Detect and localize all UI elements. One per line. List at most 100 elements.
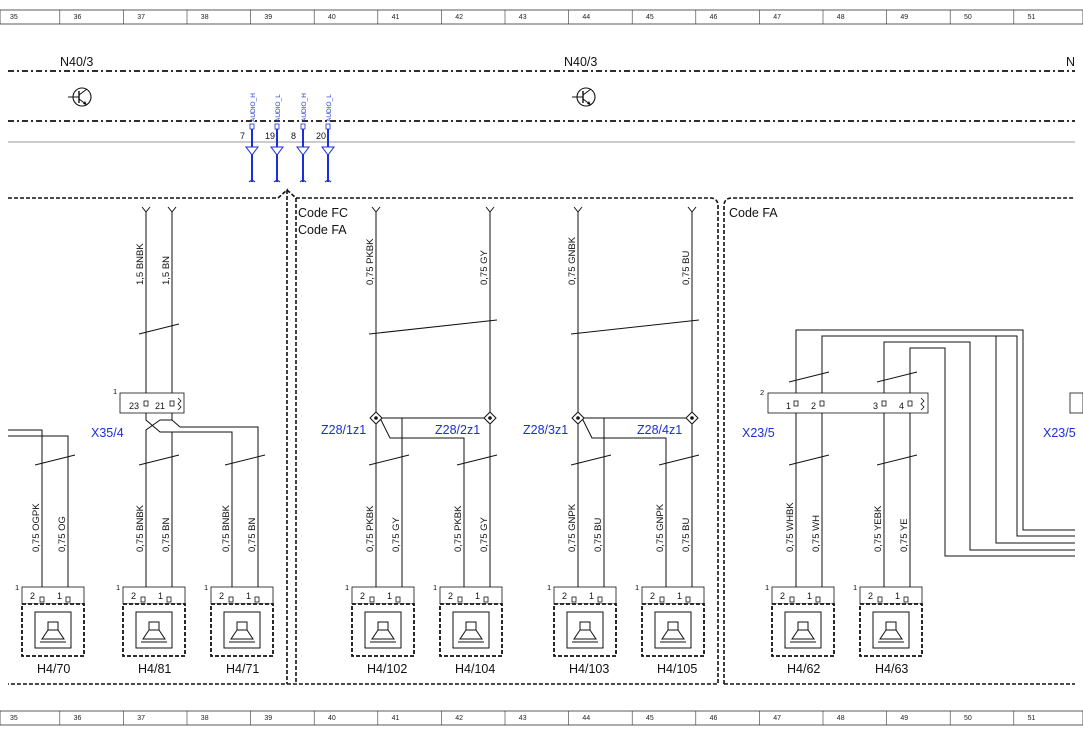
ruler-column-number: 40 bbox=[328, 715, 336, 722]
splice-label-z28-2z1: Z28/2z1 bbox=[435, 423, 480, 437]
speaker-pin-terminal bbox=[65, 596, 71, 603]
speaker-pin-label: 1 bbox=[387, 591, 392, 601]
ruler-column-number: 36 bbox=[74, 14, 82, 21]
speaker-pin-terminal bbox=[903, 596, 909, 603]
wire-label-bottom: 0,75 PKBK bbox=[453, 505, 464, 552]
wire-break-icon bbox=[299, 179, 307, 183]
wire-label-top: 0,75 PKBK bbox=[365, 238, 376, 285]
wire-label-top: 1,5 BNBK bbox=[135, 243, 146, 285]
wire-label-bottom: 0,75 BU bbox=[681, 518, 692, 552]
speaker-pin-label: 2 bbox=[131, 591, 136, 601]
speaker-pin-label: 2 bbox=[562, 591, 567, 601]
speaker-pin-label: 1 bbox=[589, 591, 594, 601]
ruler-column-number: 38 bbox=[201, 14, 209, 21]
audio-pin: AUDIO_H7 bbox=[240, 93, 259, 183]
speaker-label: H4/105 bbox=[657, 662, 697, 676]
wire-label-bottom: 0,75 BNBK bbox=[135, 504, 146, 552]
speaker-pin-terminal bbox=[789, 596, 795, 603]
speaker-pin-label: 1 bbox=[807, 591, 812, 601]
speaker-pin-terminal bbox=[597, 596, 603, 603]
ruler-column-number: 49 bbox=[900, 14, 908, 21]
speaker-number: 1 bbox=[116, 583, 120, 592]
speaker-label: H4/70 bbox=[37, 662, 70, 676]
speaker-symbol-icon bbox=[364, 611, 402, 649]
wire-label-bottom: 0,75 WHBK bbox=[785, 502, 796, 552]
x23-5-label: X23/5 bbox=[742, 426, 775, 440]
ruler-column-number: 38 bbox=[201, 715, 209, 722]
speaker-pin-terminal bbox=[815, 596, 821, 603]
speaker-label: H4/71 bbox=[226, 662, 259, 676]
x23-right-label: X23/5 bbox=[1043, 426, 1076, 440]
audio-pin-label: AUDIO_L bbox=[326, 94, 333, 122]
ruler-column-number: 44 bbox=[582, 715, 590, 722]
speaker-pin-terminal bbox=[395, 596, 401, 603]
x35-4-label: X35/4 bbox=[91, 426, 124, 440]
speaker-symbol-icon bbox=[223, 611, 261, 649]
speaker-symbol-icon bbox=[452, 611, 490, 649]
audio-pin-number: 20 bbox=[316, 131, 326, 141]
speaker-label: H4/104 bbox=[455, 662, 495, 676]
wire-label-bottom: 0,75 GY bbox=[391, 516, 402, 552]
speaker-pin-terminal bbox=[140, 596, 146, 603]
code-fc-label: Code FC bbox=[298, 206, 348, 220]
audio-pin: AUDIO_L19 bbox=[265, 94, 284, 183]
wire-network bbox=[8, 206, 1075, 590]
ruler-column-number: 39 bbox=[264, 14, 272, 21]
speaker-pin-label: 1 bbox=[158, 591, 163, 601]
wire-break-icon bbox=[248, 179, 256, 183]
wire-label-bottom: 0,75 YEBK bbox=[873, 505, 884, 552]
ruler-column-number: 35 bbox=[10, 715, 18, 722]
ground-symbol-icon bbox=[321, 146, 335, 156]
wire-label-bottom: 0,75 GNPK bbox=[567, 503, 578, 552]
speaker-pin-label: 2 bbox=[448, 591, 453, 601]
speaker-pin-terminal bbox=[228, 596, 234, 603]
audio-pin-number: 8 bbox=[291, 131, 296, 141]
audio-pin-number: 7 bbox=[240, 131, 245, 141]
ruler-column-number: 43 bbox=[519, 715, 527, 722]
ruler-column-number: 49 bbox=[900, 715, 908, 722]
speaker-pin-label: 2 bbox=[219, 591, 224, 601]
audio-pin: AUDIO_L 20 bbox=[316, 94, 335, 183]
splice-points bbox=[369, 411, 699, 425]
module-label-n40-right: N bbox=[1066, 55, 1075, 69]
speaker-pin-label: 1 bbox=[57, 591, 62, 601]
ruler-column-number: 45 bbox=[646, 14, 654, 21]
ruler-column-number: 35 bbox=[10, 14, 18, 21]
ruler-column-number: 37 bbox=[137, 14, 145, 21]
ruler-column-number: 41 bbox=[392, 715, 400, 722]
speaker-pin-label: 2 bbox=[868, 591, 873, 601]
ruler-column-number: 42 bbox=[455, 14, 463, 21]
ground-symbol-icon bbox=[296, 146, 310, 156]
x35-4-connector-housing bbox=[119, 392, 185, 414]
x35-4-number: 1 bbox=[113, 387, 117, 396]
speaker-number: 1 bbox=[765, 583, 769, 592]
wire-label-bottom: 0,75 GY bbox=[479, 516, 490, 552]
speaker-pin-label: 2 bbox=[30, 591, 35, 601]
speaker-pin-terminal bbox=[457, 596, 463, 603]
speaker-pin-terminal bbox=[166, 596, 172, 603]
audio-pin-terminal bbox=[249, 123, 255, 130]
speaker-label: H4/81 bbox=[138, 662, 171, 676]
ruler-column-number: 46 bbox=[710, 14, 718, 21]
ruler-column-number: 42 bbox=[455, 715, 463, 722]
speaker-pin-terminal bbox=[571, 596, 577, 603]
speaker-symbol-icon bbox=[566, 611, 604, 649]
audio-pin-terminal bbox=[300, 123, 306, 130]
speaker-pin-terminal bbox=[254, 596, 260, 603]
x23-5-pin-3: 3 bbox=[873, 401, 878, 411]
wire-break-icon bbox=[324, 179, 332, 183]
wire-label-bottom: 0,75 WH bbox=[811, 515, 822, 552]
speaker-number: 1 bbox=[635, 583, 639, 592]
wire-label-top: 0,75 GY bbox=[479, 249, 490, 285]
speaker-pin-label: 2 bbox=[650, 591, 655, 601]
ruler-column-number: 50 bbox=[964, 715, 972, 722]
